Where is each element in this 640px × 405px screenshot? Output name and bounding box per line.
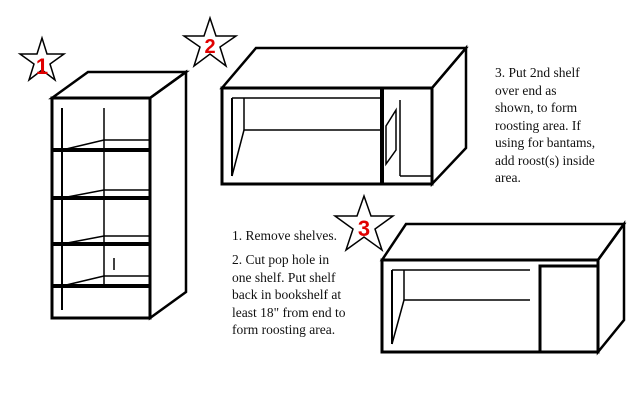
horizontal-bookshelf-pop-hole xyxy=(219,44,469,188)
bookshelf2-top-face xyxy=(219,46,469,90)
star-1: 1 xyxy=(17,35,67,83)
star-2-icon xyxy=(181,15,239,69)
star-1-label: 1 xyxy=(36,54,48,79)
instruction-step-2: 2. Cut pop hole in one shelf. Put shelf … xyxy=(232,252,346,337)
second-shelf-cover xyxy=(538,264,600,354)
instruction-step-3: 3. Put 2nd shelf over end as shown, to f… xyxy=(495,65,596,185)
bookshelf2-side-face xyxy=(430,44,468,188)
star-3: 3 xyxy=(332,193,396,252)
pop-hole xyxy=(385,107,397,167)
instruction-step-1: 1. Remove shelves. xyxy=(232,228,337,243)
bookshelf3-top-face xyxy=(379,222,627,262)
bookshelf-shelves xyxy=(52,139,150,288)
bookshelf3-front-frame xyxy=(380,258,600,354)
horizontal-bookshelf-second-shelf xyxy=(379,220,627,356)
bookshelf3-side-face xyxy=(596,220,626,356)
star-1-icon xyxy=(17,35,67,83)
star-3-label: 3 xyxy=(358,216,370,241)
star-2-label: 2 xyxy=(204,36,215,58)
bookshelf-side-face xyxy=(148,69,188,321)
star-2: 2 xyxy=(181,15,239,69)
star-3-icon xyxy=(332,193,396,252)
upright-bookshelf xyxy=(48,69,190,321)
